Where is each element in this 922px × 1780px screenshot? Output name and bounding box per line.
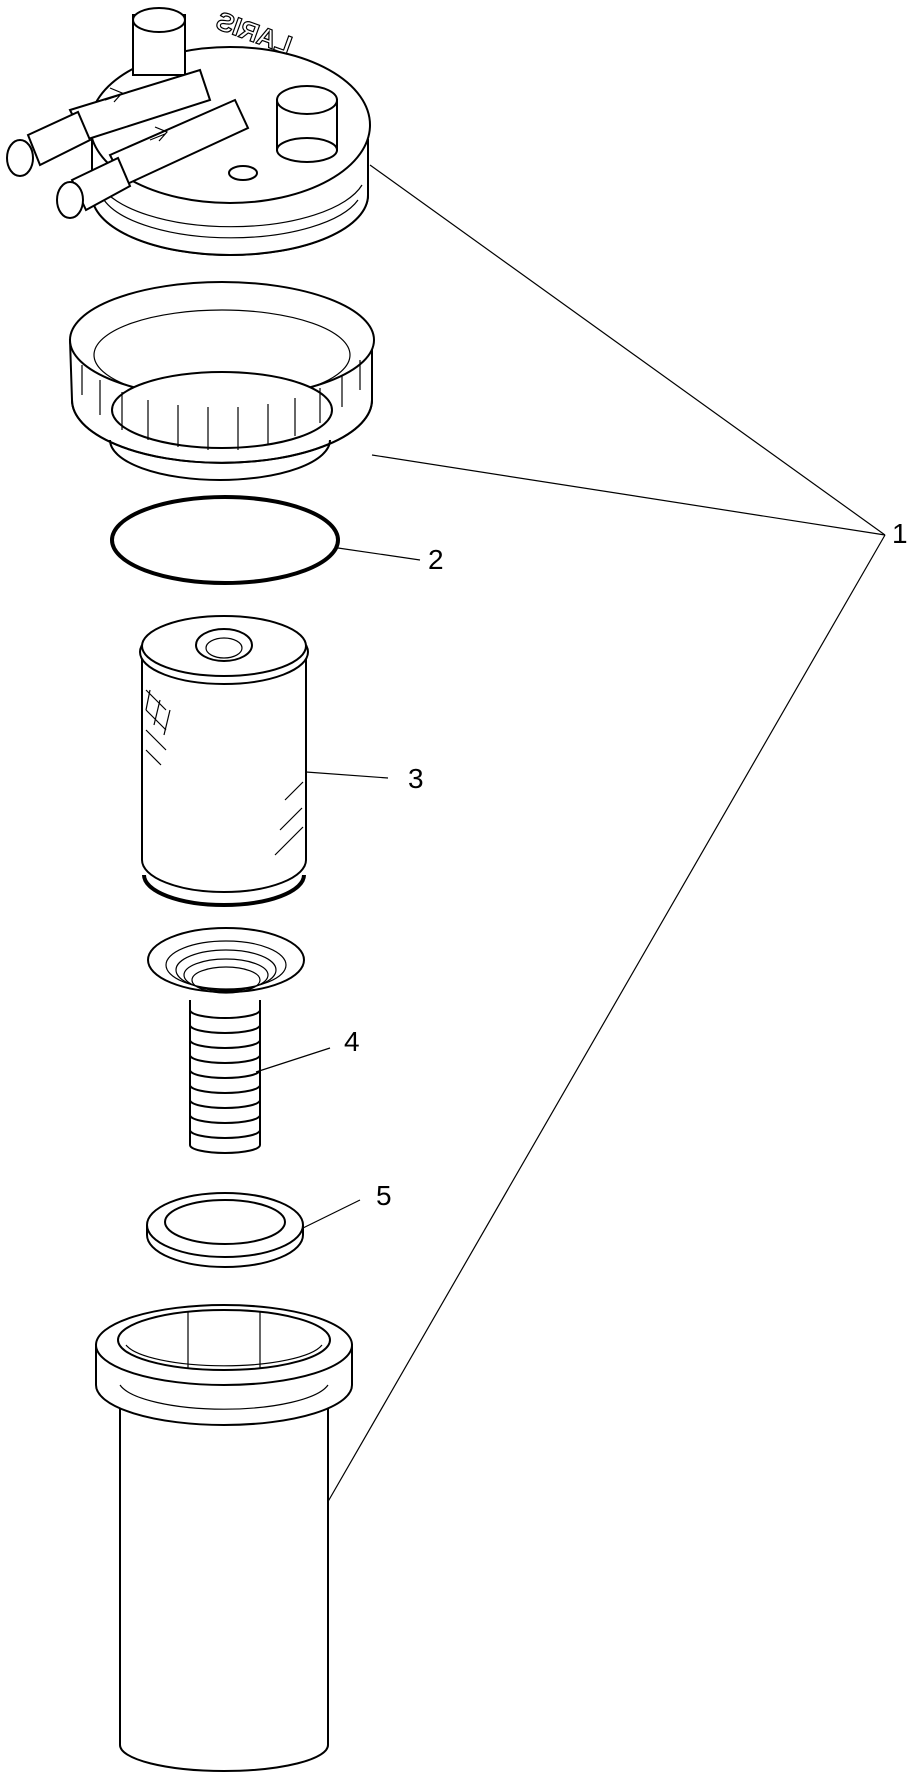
- filter-element: [139, 615, 309, 907]
- callout-4: 4: [344, 1026, 360, 1057]
- spring-assembly: [147, 927, 305, 1154]
- callout-1: 1: [892, 518, 908, 549]
- ring-nut: [68, 281, 375, 481]
- filter-bowl: [95, 1304, 353, 1772]
- washer: [146, 1192, 304, 1268]
- leader-lines: [255, 547, 421, 1229]
- leader-lines-1: [321, 164, 886, 1513]
- filter-cap: LARIS: [6, 5, 371, 256]
- o-ring: [110, 495, 340, 585]
- callout-3: 3: [408, 763, 424, 794]
- callout-5: 5: [376, 1180, 392, 1211]
- callout-2: 2: [428, 544, 444, 575]
